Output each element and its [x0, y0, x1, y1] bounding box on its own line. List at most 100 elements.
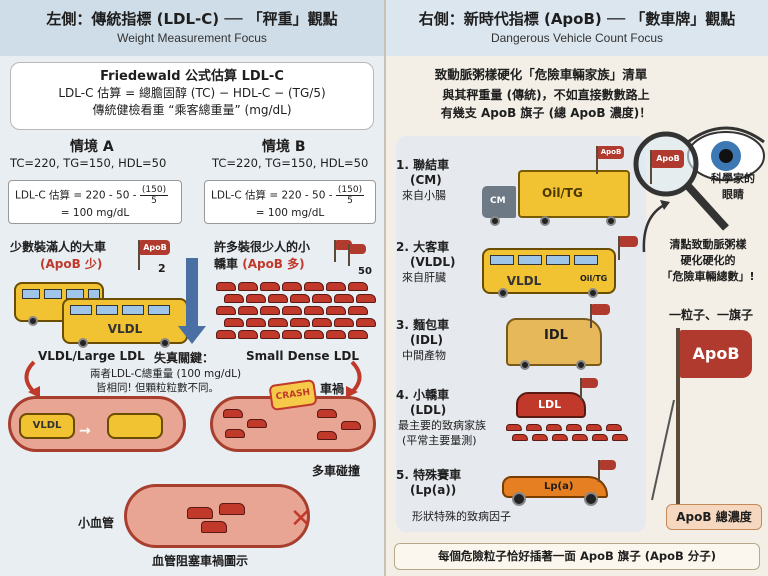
small-car-icon	[592, 434, 608, 441]
left-subtitle: Weight Measurement Focus	[117, 31, 267, 45]
small-car-icon	[290, 294, 310, 303]
small-car-icon	[334, 294, 354, 303]
down-arrow-head-icon	[178, 326, 206, 344]
small-car-icon	[304, 306, 324, 315]
bus-label: VLDL	[107, 322, 143, 336]
bus-icon: VLDL Oil/TG	[482, 248, 616, 298]
list-item: 1. 聯結車 (CM) 來自小腸	[396, 158, 449, 203]
small-car-icon	[326, 306, 346, 315]
accident-label: 車禍	[320, 382, 345, 396]
item-desc2: (平常主要量測)	[402, 434, 477, 447]
scenario-b-fraction: (150)5	[335, 185, 365, 206]
item-title: 1. 聯結車	[396, 158, 450, 172]
magnifier-flag-label: ApoB	[652, 150, 684, 168]
item-name: (IDL)	[410, 333, 444, 347]
item-title: 2. 大客車	[396, 240, 450, 254]
small-car-icon	[334, 318, 354, 327]
scenario-b-desc2-text: 轎車	[214, 257, 239, 271]
blood-vessel-a: VLDL →	[8, 396, 186, 452]
small-car-icon	[566, 424, 582, 431]
curved-arrow-icon	[642, 200, 670, 253]
left-title: 左側：傳統指標 (LDL-C) ── 「秤重」觀點	[46, 10, 338, 28]
scenario-a-calc-prefix: LDL-C 估算 = 220 - 50 -	[15, 189, 137, 202]
small-blood-vessel	[124, 484, 310, 548]
small-car-icon	[348, 282, 368, 291]
scenario-b-result: = 100 mg/dL	[255, 207, 325, 219]
item-title: 5. 特殊賽車	[396, 468, 462, 482]
item-desc: 中間產物	[402, 349, 446, 362]
flag-label: ApoB	[140, 240, 170, 255]
small-car-icon	[572, 434, 588, 441]
item-name: (Lp(a))	[410, 483, 457, 497]
blockage-caption: 血管阻塞車禍圖示	[152, 554, 249, 568]
right-arrow-icon: →	[79, 423, 91, 439]
semi-truck-icon: CM Oil/TG	[482, 170, 632, 228]
flag-label: ApoB	[598, 146, 624, 159]
scenario-b-values: TC=220, TG=150, HDL=50	[212, 156, 369, 170]
small-car-icon	[224, 318, 244, 327]
x-mark-icon: ✕	[290, 504, 312, 534]
frac-num: (150)	[335, 185, 365, 196]
small-car-icon	[260, 282, 280, 291]
bottom-note: 每個危險粒子恰好插著一面 ApoB 旗子 (ApoB 分子)	[394, 543, 760, 570]
scenario-b-calc: LDL-C 估算 = 220 - 50 - (150)5 = 100 mg/dL	[204, 180, 376, 224]
collision-label: 多車碰撞	[312, 464, 361, 478]
key-label: 失真關鍵：	[154, 351, 215, 365]
scientist-eye-label2: 眼睛	[722, 188, 744, 201]
curved-arrow-icon	[24, 360, 40, 398]
small-car-icon	[224, 294, 244, 303]
mini-cars-row	[506, 424, 636, 446]
item-name: (CM)	[410, 173, 442, 187]
bus-icon: VLDL	[19, 413, 75, 439]
scenario-a-flag-count: 2	[158, 262, 166, 275]
diagonal-line-icon	[651, 400, 675, 501]
formula-heading: Friedewald 公式估算 LDL-C	[100, 69, 284, 84]
item-title: 3. 麵包車	[396, 318, 450, 332]
right-panel: 右側：新時代指標 (ApoB) ── 「數車牌」觀點 Dangerous Veh…	[386, 0, 768, 576]
list-item: 4. 小轎車 (LDL) 最主要的致病家族 (平常主要量測)	[396, 388, 486, 448]
list-item: 2. 大客車 (VLDL) 來自肝臟	[396, 240, 456, 285]
item-desc: 最主要的致病家族	[398, 419, 486, 432]
small-car-icon	[552, 434, 568, 441]
small-car-icon	[246, 294, 266, 303]
formula-box: Friedewald 公式估算 LDL-C LDL-C 估算 = 總膽固醇 (T…	[10, 62, 374, 130]
small-car-icon	[304, 330, 324, 339]
car-label: LDL	[538, 398, 562, 411]
small-car-icon	[348, 306, 368, 315]
down-arrow-icon	[186, 258, 198, 328]
scenario-b-flag-count: 50	[358, 266, 372, 277]
intro-line1: 與其秤重量 (傳統)，不如直接數數路上	[442, 88, 650, 102]
small-car-icon	[238, 306, 258, 315]
frac-num: (150)	[139, 185, 169, 196]
item-desc: 來自肝臟	[402, 271, 446, 284]
list-heading: 致動脈粥樣硬化「危險車輛家族」清單	[434, 67, 648, 82]
panel-divider	[384, 0, 386, 576]
bus-label: VLDL	[506, 274, 542, 288]
scenario-a-desc1: 少數裝滿人的大車	[10, 240, 107, 254]
scenario-b-desc2: 轎車 (ApoB 多)	[214, 255, 305, 272]
item-desc: 來自小腸	[402, 189, 446, 202]
small-car-icon	[238, 282, 258, 291]
small-car-icon	[356, 318, 376, 327]
scenario-a-caption: VLDL/Large LDL	[38, 349, 145, 363]
scenario-b-desc1: 許多裝很少人的小	[214, 240, 311, 254]
small-car-icon	[506, 424, 522, 431]
truck-label: Oil/TG	[542, 186, 583, 200]
small-car-icon	[532, 434, 548, 441]
small-vessel-label: 小血管	[78, 516, 115, 530]
key-line2: 皆相同! 但顆粒粒數不同。	[96, 382, 220, 394]
race-car-icon: Lp(a)	[502, 476, 608, 506]
scenario-b-calc-prefix: LDL-C 估算 = 220 - 50 -	[211, 189, 333, 202]
small-car-icon	[282, 282, 302, 291]
scenario-a-desc2: (ApoB 少)	[40, 257, 103, 271]
left-header: 左側：傳統指標 (LDL-C) ── 「秤重」觀點 Weight Measure…	[0, 0, 384, 56]
small-car-icon	[216, 330, 236, 339]
small-cars-grid	[216, 282, 378, 344]
small-car-icon	[282, 306, 302, 315]
small-car-icon	[512, 434, 528, 441]
van-label: IDL	[544, 328, 568, 343]
key-line1: 兩者LDL-C總重量 (100 mg/dL)	[90, 368, 242, 380]
small-car-icon	[546, 424, 562, 431]
small-car-icon	[282, 330, 302, 339]
truck-cab-label: CM	[490, 196, 506, 206]
